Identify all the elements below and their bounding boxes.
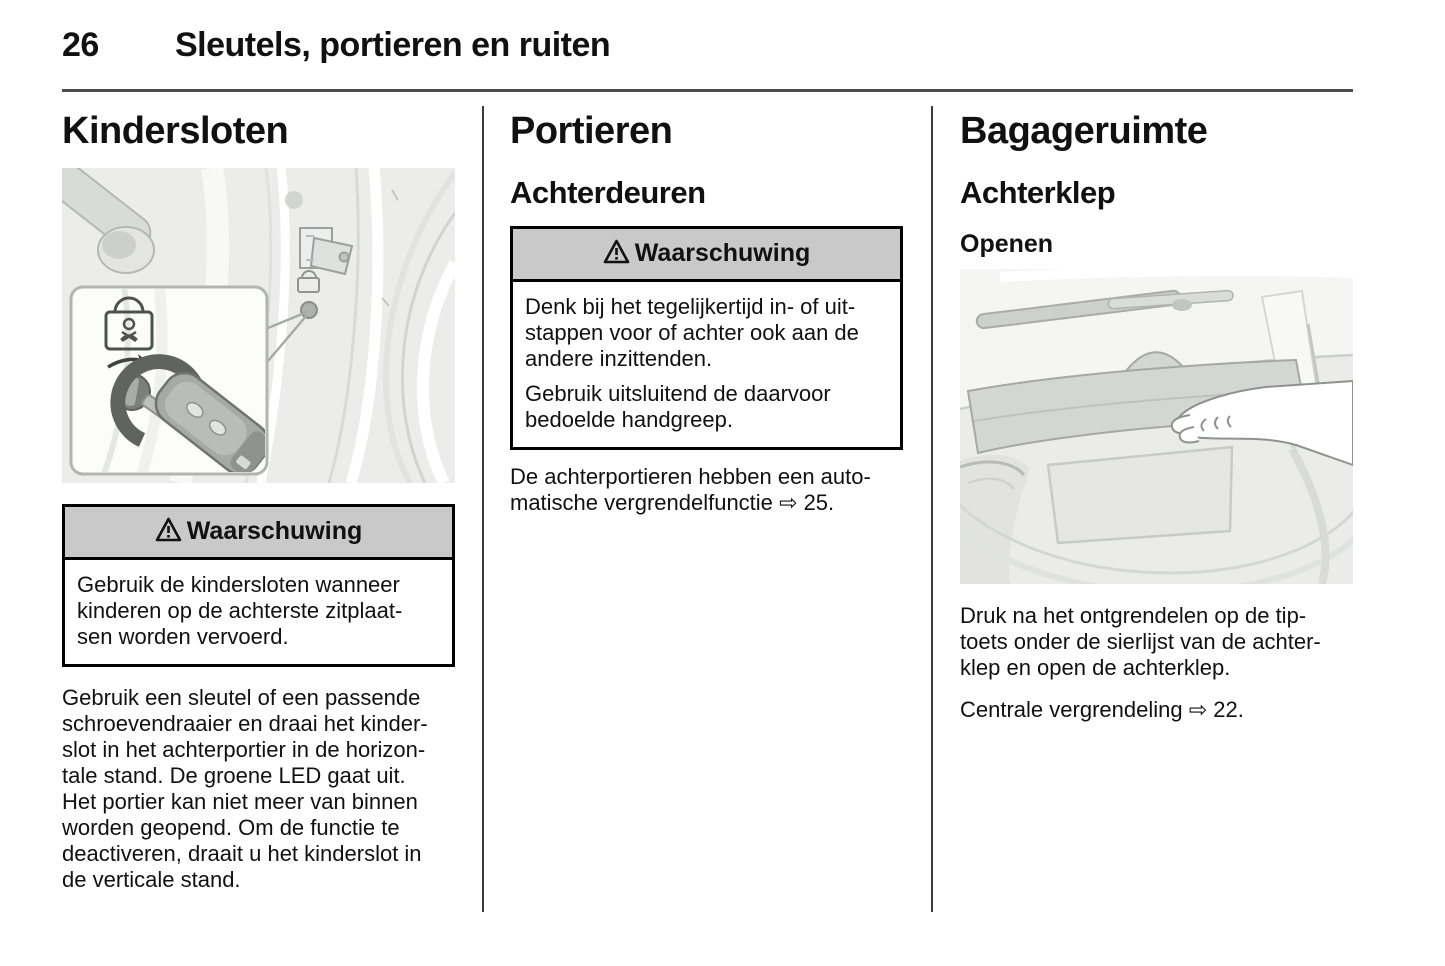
warning-header: Waarschuwing (65, 507, 452, 560)
key-fob (154, 371, 265, 472)
section-heading-portieren: Portieren (510, 110, 673, 152)
warning-body: Denk bij het tegelijkertijd in- of uit- … (513, 282, 900, 447)
kindersloten-body-text: Gebruik een sleutel of een passende schr… (62, 685, 428, 892)
column-separator (482, 106, 484, 912)
hand (1170, 379, 1353, 467)
warning-body: Gebruik de kindersloten wanneer kinderen… (65, 560, 452, 664)
page-header: 26 Sleutels, portieren en ruiten (62, 26, 1353, 70)
inset-callout (69, 285, 269, 476)
warning-box-achterdeuren: Waarschuwing Denk bij het tegelijkertijd… (510, 226, 903, 450)
achterdeuren-body-text: De achterportieren hebben een auto- mati… (510, 464, 871, 515)
warning-box-kindersloten: Waarschuwing Gebruik de kindersloten wan… (62, 504, 455, 667)
column-kindersloten: Kindersloten (62, 105, 455, 893)
page-number: 26 (62, 26, 99, 64)
door-lock-striker (299, 227, 354, 276)
warning-text: Denk bij het tegelijkertijd in- of uit- … (525, 294, 859, 371)
section-heading-kindersloten: Kindersloten (62, 110, 289, 152)
section-heading-bagageruimte: Bagageruimte (960, 110, 1208, 152)
door-check-strap (62, 168, 155, 274)
warning-triangle-icon (155, 517, 182, 548)
warning-label: Waarschuwing (186, 517, 363, 545)
chapter-title: Sleutels, portieren en ruiten (175, 26, 611, 64)
child-lock-illustration (62, 168, 455, 483)
header-rule (62, 89, 1353, 92)
subsubheading-openen: Openen (960, 230, 1054, 258)
warning-label: Waarschuwing (634, 239, 811, 267)
warning-triangle-icon (603, 239, 630, 270)
column-bagageruimte: Bagageruimte Achterklep Openen (960, 105, 1353, 723)
achterklep-body-text: Druk na het ontgrendelen op de tip- toet… (960, 603, 1321, 680)
warning-header: Waarschuwing (513, 229, 900, 282)
rear-wiper-icon (975, 289, 1234, 330)
subheading-achterklep: Achterklep (960, 175, 1116, 210)
subheading-achterdeuren: Achterdeuren (510, 175, 706, 210)
column-portieren: Portieren Achterdeuren Waarschuwing Denk… (510, 105, 903, 516)
centrale-vergrendeling-ref: Centrale vergrendeling ⇨ 22. (960, 697, 1244, 722)
tailgate-open-illustration (960, 269, 1353, 584)
child-lock-icon (104, 296, 154, 351)
warning-text: Gebruik de kindersloten wanneer kinderen… (77, 572, 403, 649)
warning-text: Gebruik uitsluitend de daarvoor bedoelde… (525, 381, 831, 432)
column-separator (931, 106, 933, 912)
